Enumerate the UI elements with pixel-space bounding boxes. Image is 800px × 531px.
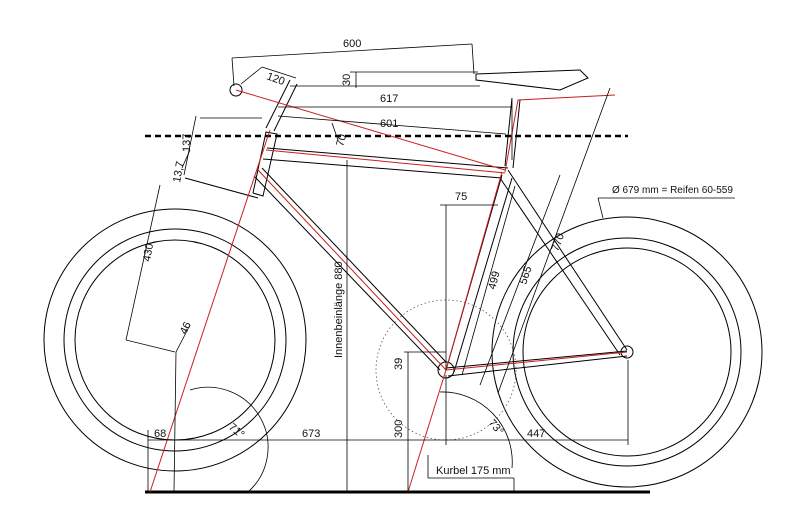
dim-30: 30 xyxy=(341,74,353,86)
dim-770: 770 xyxy=(550,232,568,253)
dim-68: 68 xyxy=(154,428,166,440)
dim-300: 300 xyxy=(393,420,405,438)
dimension-labels: 600 120 30 617 601 70 137 13,7 75 430 46… xyxy=(141,38,733,477)
dim-499: 499 xyxy=(486,270,502,291)
dim-601: 601 xyxy=(380,118,398,130)
dim-39: 39 xyxy=(393,358,405,370)
dim-600: 600 xyxy=(343,38,361,50)
inseam-label: Innenbeinlänge 880 xyxy=(333,261,345,358)
dim-75: 75 xyxy=(455,191,467,203)
dim-137: 137 xyxy=(181,134,193,152)
dimension-lines xyxy=(125,43,735,493)
dim-447: 447 xyxy=(527,428,545,440)
bicycle-frame xyxy=(184,69,634,379)
frame-centerlines xyxy=(149,89,628,493)
dim-46: 46 xyxy=(178,320,194,336)
angle-73: 73° xyxy=(486,417,506,437)
dim-565: 565 xyxy=(517,265,534,286)
dim-13-7: 13,7 xyxy=(171,160,187,183)
dim-120: 120 xyxy=(265,71,286,89)
dim-617: 617 xyxy=(380,93,398,105)
tire-label: Ø 679 mm = Reifen 60-559 xyxy=(612,185,733,196)
dim-430: 430 xyxy=(141,242,156,262)
crank-label: Kurbel 175 mm xyxy=(436,465,511,477)
dim-673: 673 xyxy=(302,428,320,440)
dim-70: 70 xyxy=(334,133,349,148)
rear-wheel xyxy=(491,216,763,488)
